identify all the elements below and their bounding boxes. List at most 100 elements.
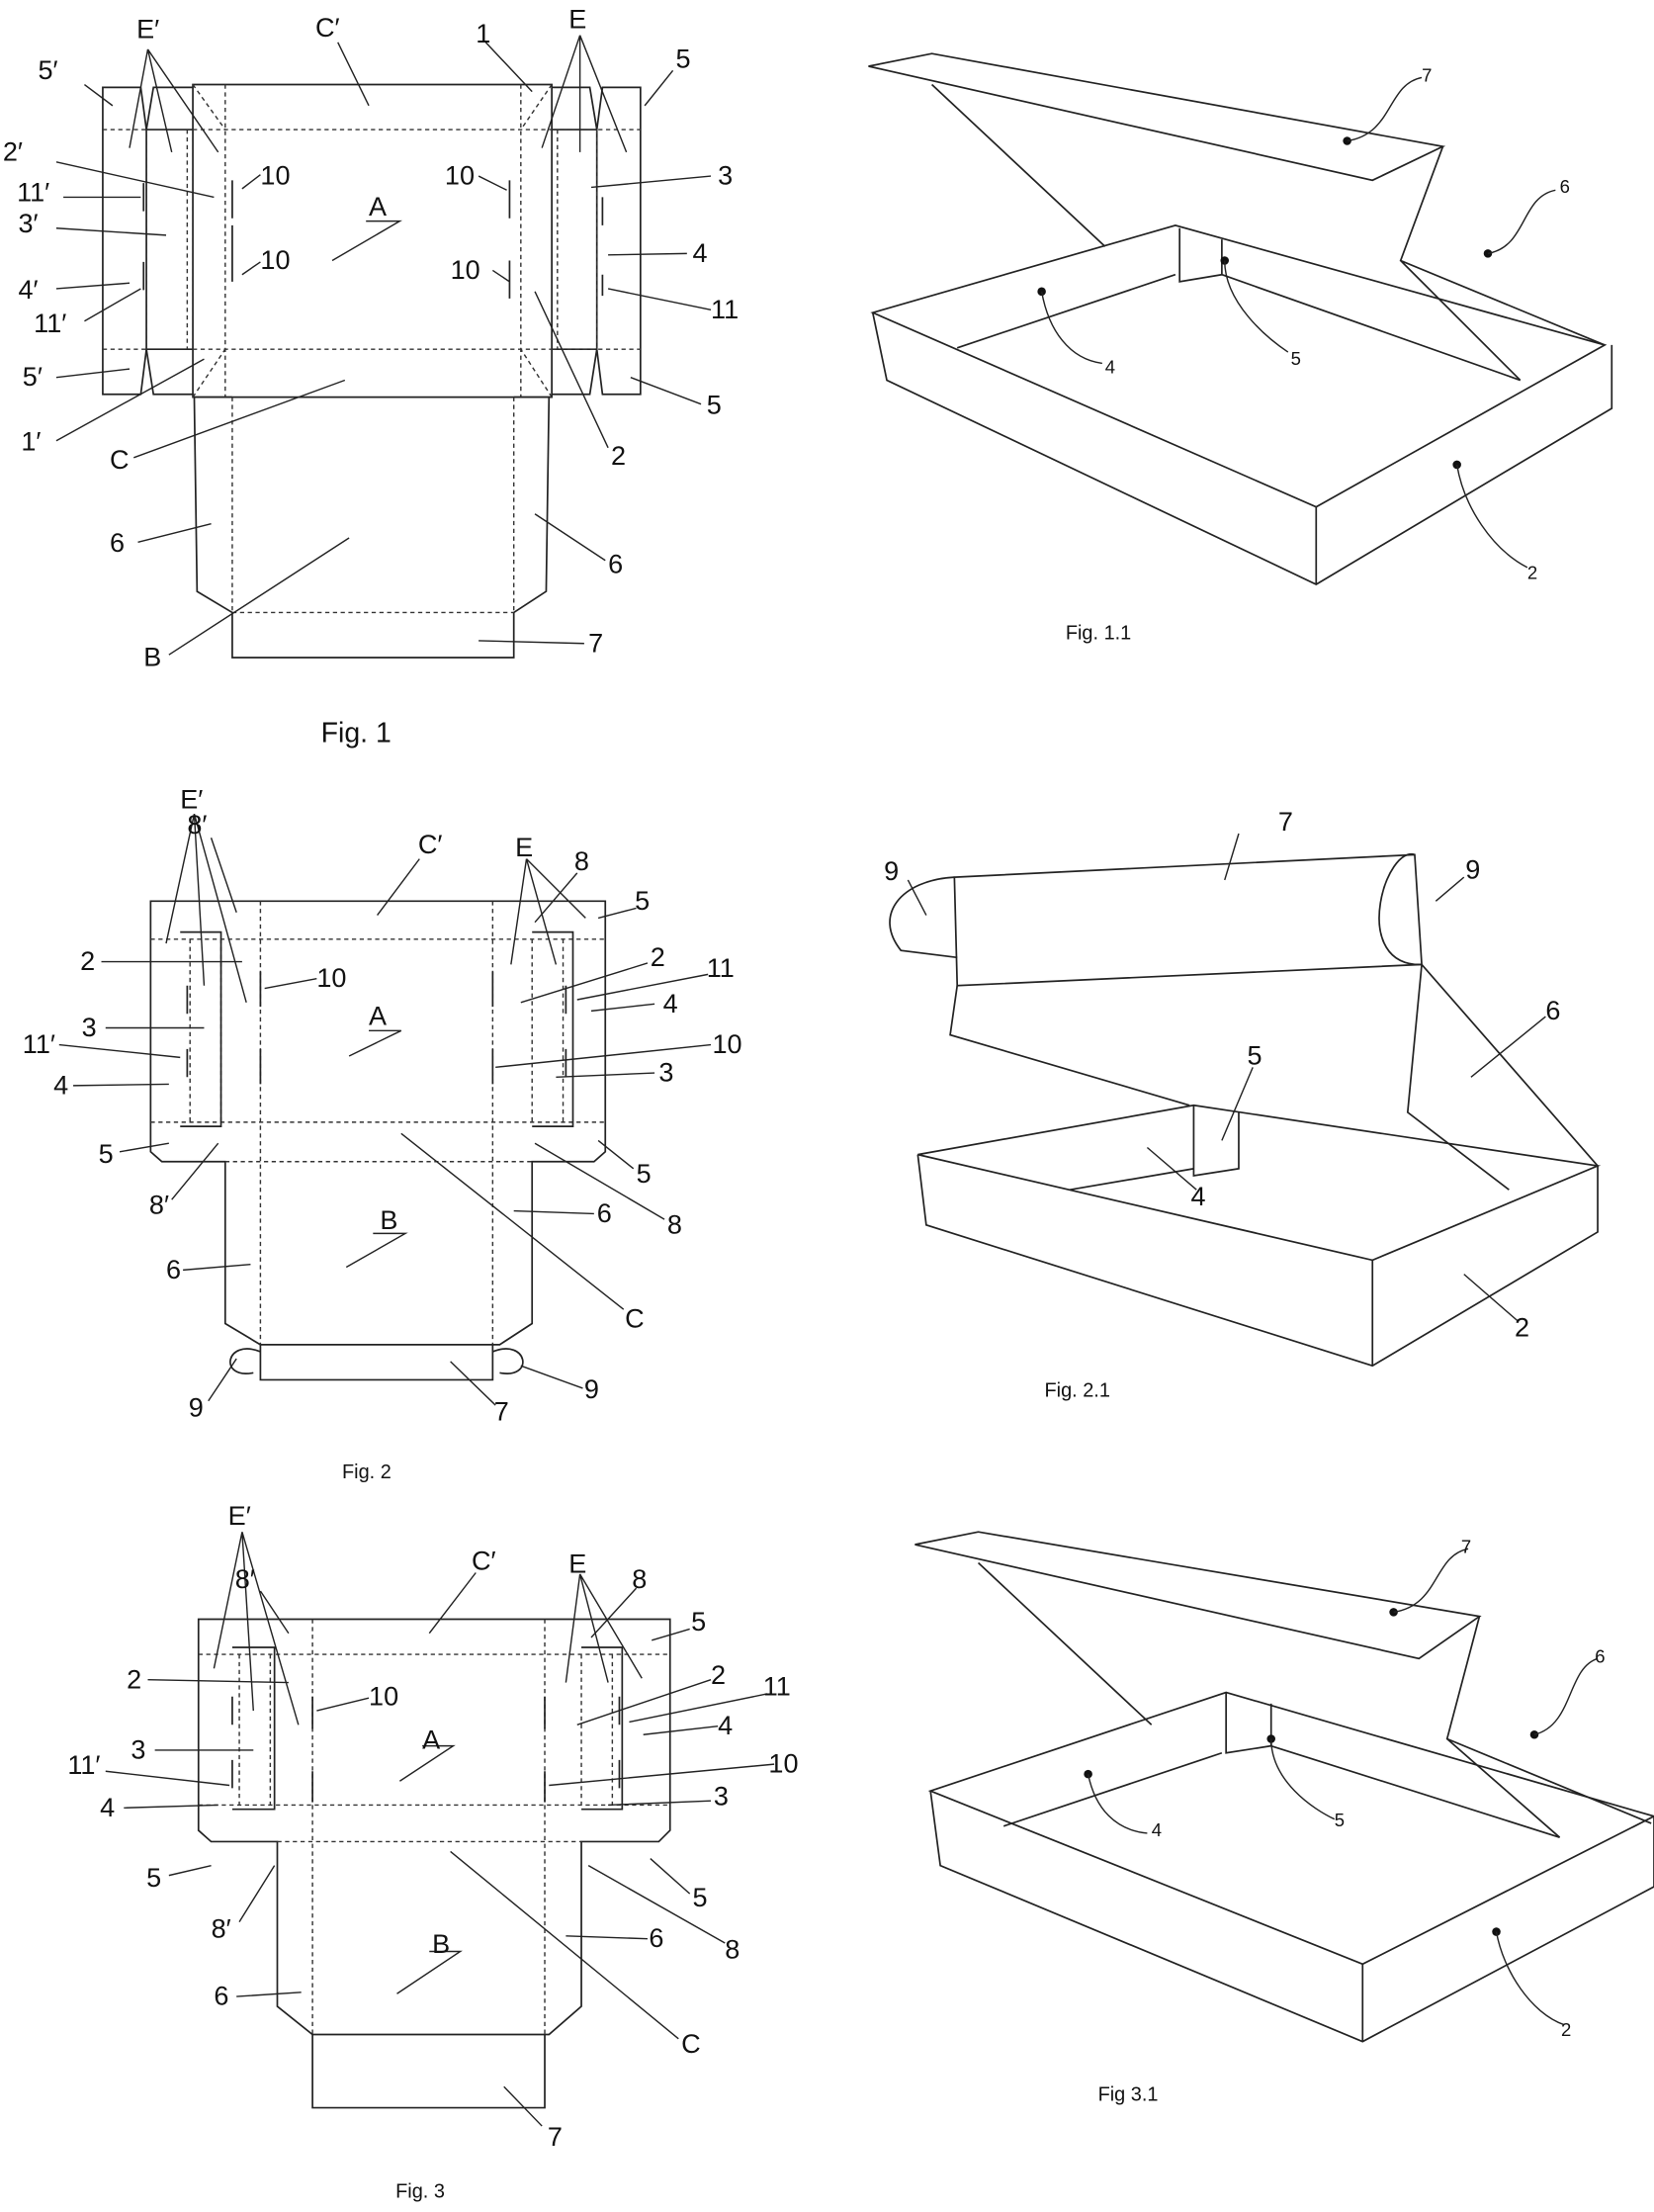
label: 11′ [17,178,49,208]
label: 10 [260,161,290,191]
label: 7 [548,2122,563,2152]
fig2-labels: E′ 8′ C′ E 8 5 2 10 2 11 A 4 3 11′ 10 4 … [23,784,742,1483]
label: E [568,1548,586,1578]
label: 6 [597,1198,612,1228]
label: 10 [260,245,290,275]
label: E′ [180,784,203,814]
fig1-leaders [55,35,712,656]
label: 3 [714,1781,729,1811]
fig3-leaders [105,1532,775,2127]
label: 5 [635,886,650,916]
label: 8 [632,1564,647,1594]
label: 5 [146,1863,161,1893]
label: 2 [711,1660,726,1690]
label: 8 [574,846,589,876]
label: 11 [707,953,735,983]
label: 6 [608,550,623,579]
label: 6 [110,528,125,558]
label: C [110,445,130,475]
label: 5 [691,1607,706,1637]
label: 8 [667,1209,682,1239]
label: 3 [718,161,733,191]
fig2-caption: Fig. 2 [342,1461,392,1483]
label: 2 [651,942,665,972]
label: 5 [99,1139,114,1169]
label: 5 [1335,1810,1345,1830]
label: 4 [1105,356,1115,377]
label: 8′ [187,810,207,840]
label: 7 [588,628,603,658]
label: 6 [1545,996,1560,1025]
label: 8′ [235,1564,255,1594]
label: 1 [476,19,490,48]
fig1-1-labels: 7 6 4 5 2 Fig. 1.1 [1066,65,1570,645]
label: C′ [472,1547,496,1576]
fig3-caption: Fig. 3 [395,2181,445,2203]
label: 5 [675,44,690,73]
label: 1′ [21,427,41,457]
label: 3 [131,1734,145,1764]
label: 2 [1561,2019,1571,2040]
label: 9 [884,856,899,886]
label: 6 [649,1923,663,1953]
label: 11′ [23,1029,55,1059]
label: 2 [1527,562,1537,582]
label: 11′ [34,309,66,338]
label: 7 [1422,65,1432,86]
fig1-caption: Fig. 1 [321,717,392,749]
label: 11′ [67,1750,100,1780]
label: 5 [1248,1040,1262,1070]
label: 11 [711,295,739,324]
label: 8′ [149,1190,169,1219]
label: 9 [1465,855,1480,885]
label: 9 [189,1392,204,1422]
label: 4 [1191,1182,1206,1211]
label: 3′ [19,209,39,238]
label: 4 [1152,1819,1162,1840]
fig2-1-box [889,833,1602,1368]
label: 3 [658,1058,673,1088]
fig3-labels: E′ 8′ C′ E 8 5 2 10 2 11 A 4 3 11′ 10 4 … [67,1501,798,2203]
label: 10 [316,963,346,993]
label: 11 [763,1671,791,1701]
label: C [681,2029,701,2059]
label: 5′ [23,362,43,392]
label: 2 [1515,1312,1529,1342]
fig2-leaders [58,813,712,1406]
label: B [380,1205,397,1235]
fig1-labels: E′ C′ 1 E 5′ 5 2′ 10 10 3 11′ A 3′ 10 4 … [3,5,739,750]
label: 10 [451,255,480,285]
label: 5′ [38,55,57,85]
label: 5 [693,1883,708,1912]
label: 7 [1461,1537,1471,1557]
fig2-1-caption: Fig. 2.1 [1044,1380,1109,1402]
label: 4 [693,238,708,268]
label: 7 [494,1397,509,1427]
fig1-1-caption: Fig. 1.1 [1066,623,1131,645]
label: 2′ [3,136,23,166]
label: 9 [584,1374,599,1404]
label: 6 [214,1982,228,2011]
label: A [369,192,387,221]
label: E [568,5,586,35]
label: 10 [712,1029,741,1059]
fig3-1-box [914,1531,1654,2043]
label: 4 [663,989,678,1018]
label: 2 [80,946,95,976]
fig1-blank [102,83,642,659]
label: 2 [611,441,626,471]
fig3-blank [197,1618,671,2109]
label: 4 [100,1793,115,1822]
label: 5 [637,1159,652,1189]
fig1-1-box [868,52,1613,585]
label: 4 [53,1070,68,1100]
label: 4 [718,1711,733,1740]
label: E′ [136,15,159,44]
label: 10 [369,1681,398,1711]
label: E′ [228,1501,251,1531]
label: A [422,1725,440,1754]
label: C′ [315,13,340,43]
fig2-1-labels: 7 9 9 6 5 4 2 Fig. 2.1 [884,807,1560,1401]
label: 8 [725,1935,740,1965]
label: 3 [82,1013,97,1042]
